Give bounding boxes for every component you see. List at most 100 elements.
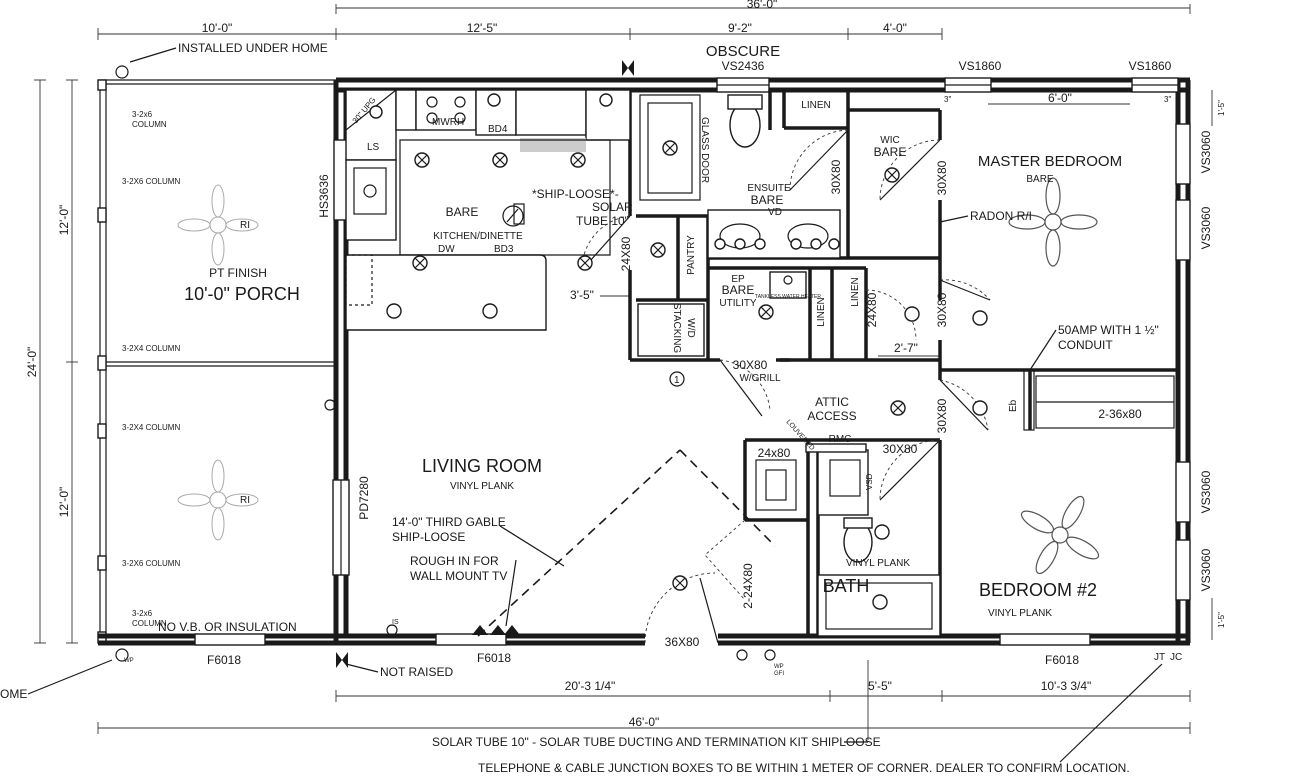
mwrh-label: MWRH	[432, 117, 464, 128]
wic-floor: BARE	[874, 145, 907, 159]
door-30x80-master: 30X80	[935, 292, 949, 327]
light-icon	[972, 400, 988, 416]
misc-labels: INSTALLED UNDER HOME 3-2x6 COLUMN 3-2X6 …	[0, 41, 1182, 763]
bath-title: BATH	[823, 576, 870, 596]
light-icon	[487, 93, 501, 107]
column-a-2: COLUMN	[132, 120, 167, 129]
bath-fixtures	[637, 94, 1175, 637]
ceiling-fan-icon	[1020, 495, 1100, 575]
wp-label-b: WP	[774, 664, 784, 670]
not-raised-label: NOT RAISED	[380, 665, 453, 679]
ceiling-fan-icon	[1008, 177, 1098, 267]
phone-note: TELEPHONE & CABLE JUNCTION BOXES TO BE W…	[478, 761, 1130, 775]
window-vs1860-b: VS1860	[1129, 59, 1172, 73]
attic-line-1: ATTIC	[815, 395, 849, 409]
bd3-label: BD3	[494, 244, 514, 255]
door-24x80-util: 24X80	[865, 292, 879, 327]
windows	[194, 77, 1191, 646]
stacking-label: STACKING	[671, 303, 682, 354]
light-icon	[890, 400, 906, 416]
window-f6018-b: F6018	[477, 651, 511, 665]
light-fixtures	[369, 93, 988, 610]
window-vs3060-3: VS3060	[1199, 470, 1213, 513]
light-icon	[758, 304, 774, 320]
window-f6018-c: F6018	[1045, 653, 1079, 667]
room-text: PT FINISH 10'-0" PORCH BARE KITCHEN/DINE…	[184, 135, 1122, 619]
vd-label: VD	[768, 207, 782, 218]
attic-line-2: ACCESS	[807, 409, 856, 423]
light-icon	[904, 306, 920, 322]
bath-floor: VINYL PLANK	[846, 558, 910, 569]
gable-label-2: SHIP-LOOSE	[392, 530, 465, 544]
light-icon	[884, 167, 900, 183]
dim-top-porch: 10'-0"	[202, 21, 233, 35]
light-icon	[662, 140, 678, 156]
dim-top-3: 4'-0"	[883, 21, 907, 35]
ceiling-fan-icon	[177, 184, 259, 266]
window-vs1860-a: VS1860	[959, 59, 1002, 73]
ome-label: OME	[0, 687, 27, 701]
light-icon	[872, 594, 888, 610]
door-24x80-closet: 24x80	[758, 446, 791, 460]
bd4-label: BD4	[488, 124, 508, 135]
ensuite-title: ENSUITE	[747, 183, 791, 194]
pantry-label: PANTRY	[686, 235, 697, 275]
utility-floor: BARE	[722, 283, 755, 297]
dim-left-upper: 12'-0"	[57, 205, 71, 236]
ep-label: EP	[731, 274, 745, 285]
vsd-label: VSD	[865, 473, 874, 490]
installed-label: INSTALLED UNDER HOME	[178, 41, 328, 55]
ls-label: LS	[367, 142, 380, 153]
dim-bottom-total: 46'-0"	[629, 715, 660, 729]
dim-hall: 2'-7"	[894, 341, 918, 355]
gable-label: 14'-0" THIRD GABLE	[392, 515, 506, 529]
door-30x80-ensuite: 30X80	[829, 159, 843, 194]
ensuite-floor: BARE	[751, 193, 784, 207]
ship-loose-label: *SHIP-LOOSE*-	[532, 187, 619, 201]
window-vs2436: VS2436	[722, 59, 765, 73]
window-f6018-a: F6018	[207, 653, 241, 667]
window-vs3060-1: VS3060	[1199, 130, 1213, 173]
column-a-1: 3-2x6	[132, 110, 153, 119]
notes: SOLAR TUBE 10" - SOLAR TUBE DUCTING AND …	[432, 735, 1130, 775]
dim-top-total: 36'-0"	[747, 0, 778, 11]
door-text: 24X80 30X80 30X80 24X80 30X80 30X80 W/GR…	[619, 159, 1142, 649]
dim-bottom-1: 20'-3 1/4"	[565, 679, 616, 693]
window-pd7280: PD7280	[357, 476, 371, 520]
light-icon	[482, 303, 498, 319]
kitchen-title: KITCHEN/DINETTE	[433, 231, 523, 242]
door-30x80-grill: 30X80	[733, 358, 768, 372]
dw-label: DW	[438, 244, 455, 255]
porch-title: 10'-0" PORCH	[184, 284, 300, 304]
window-obscure: OBSCURE	[706, 43, 780, 60]
rmc-label: RMC	[829, 434, 852, 445]
no-vb-label: NO V.B. OR INSULATION	[158, 620, 297, 634]
ri-label-b: RI	[240, 495, 250, 506]
dim-master-side-b: 3"	[1164, 95, 1171, 104]
solar-label: SOLAR	[592, 200, 633, 214]
light-icon	[414, 152, 430, 168]
column-e: 3-2X6 COLUMN	[122, 559, 180, 568]
radon-label: RADON R/I	[970, 209, 1032, 223]
linen-label-c: LINEN	[850, 277, 861, 306]
door-grill: W/GRILL	[739, 373, 781, 384]
eb-label: Eb	[1008, 399, 1019, 412]
door-24x80-pantry: 24X80	[619, 236, 633, 271]
wp-label-a: WP	[124, 658, 134, 664]
dim-left-total: 24'-0"	[25, 347, 39, 378]
dimension-lines	[34, 4, 1213, 740]
window-vs3060-4: VS3060	[1199, 548, 1213, 591]
gfi-label: GFI	[774, 671, 784, 677]
light-icon	[492, 152, 508, 168]
dimension-text: 36'-0" 10'-0" 12'-5" 9'-2" 4'-0" 24'-0" …	[25, 0, 1226, 729]
door-30x80-bed2: 30X80	[935, 398, 949, 433]
interior-walls	[628, 90, 1178, 636]
tankless-label: TANKLESS WATER HEATER	[755, 294, 821, 300]
door-swings	[581, 129, 991, 644]
light-icon	[599, 93, 613, 107]
dim-master-side-a: 3"	[944, 95, 951, 104]
dim-left-lower: 12'-0"	[57, 487, 71, 518]
dim-master-window: 6'-0"	[1048, 91, 1072, 105]
light-icon	[570, 152, 586, 168]
window-vs3060-2: VS3060	[1199, 206, 1213, 249]
